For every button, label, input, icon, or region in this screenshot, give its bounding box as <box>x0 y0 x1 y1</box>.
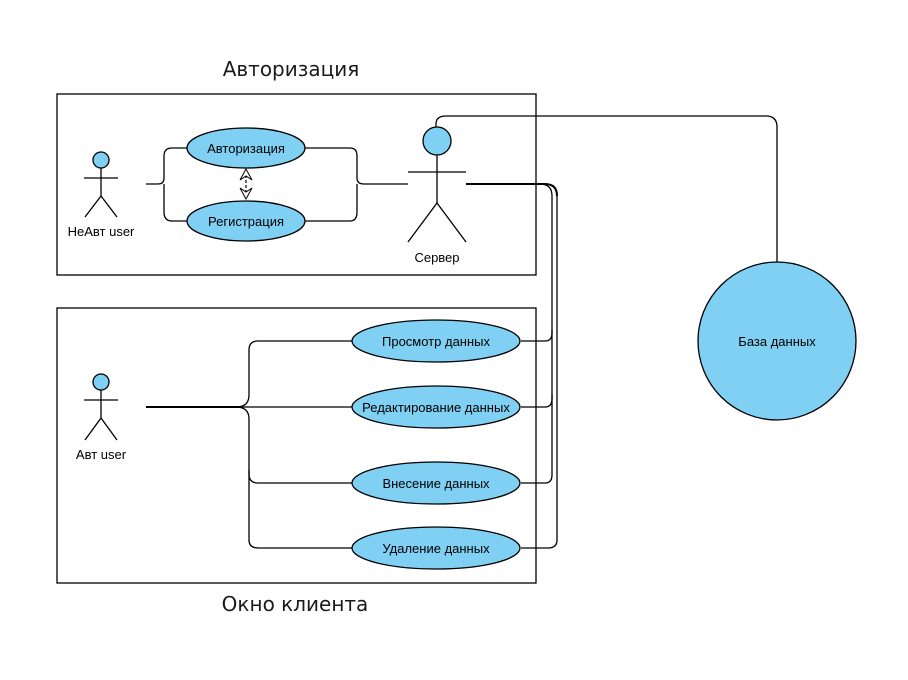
guest-actor <box>84 151 118 218</box>
guest-to-login-connector <box>146 147 187 185</box>
user-actor <box>84 373 118 441</box>
database-circle <box>697 261 857 421</box>
server-trunk-connector <box>466 183 558 197</box>
usecase-insert-label: Внесение данных <box>382 476 490 491</box>
user-to-insert-connector <box>235 406 352 484</box>
server-actor-head <box>422 126 452 156</box>
register-to-server-connector <box>305 184 358 222</box>
guest-to-register-connector <box>163 184 187 222</box>
server-actor <box>407 126 467 243</box>
guest-actor-label: НеАвт user <box>68 224 135 239</box>
usecase-delete: Удаление данных <box>351 526 521 570</box>
server-to-database-connector <box>435 115 778 272</box>
usecase-login: Авторизация <box>186 127 306 169</box>
auth-group-frame <box>56 93 537 276</box>
user-actor-label: Авт user <box>76 447 127 462</box>
client-group-frame <box>56 307 537 584</box>
usecase-register: Регистрация <box>186 200 306 242</box>
usecase-edit: Редактирование данных <box>351 385 521 429</box>
user-to-view-connector <box>235 340 352 408</box>
server-actor-label: Сервер <box>414 250 459 265</box>
client-group-title: Окно клиента <box>222 592 369 616</box>
login-register-link <box>239 167 253 201</box>
usecase-delete-label: Удаление данных <box>382 541 490 556</box>
database-node: База данных <box>697 261 857 421</box>
database-label: База данных <box>738 334 816 349</box>
user-actor-head <box>92 373 110 391</box>
usecase-view-label: Просмотр данных <box>382 334 490 349</box>
usecase-register-label: Регистрация <box>208 214 284 229</box>
usecase-view: Просмотр данных <box>351 319 521 363</box>
usecase-edit-label: Редактирование данных <box>362 400 510 415</box>
usecase-login-label: Авторизация <box>207 141 285 156</box>
usecase-insert: Внесение данных <box>351 461 521 505</box>
auth-group-title: Авторизация <box>223 57 360 81</box>
insert-to-server-connector <box>521 395 553 484</box>
user-to-delete-connector <box>248 470 352 549</box>
login-to-server-connector <box>305 147 408 185</box>
delete-to-server-connector <box>521 196 558 549</box>
guest-actor-head <box>92 151 110 169</box>
